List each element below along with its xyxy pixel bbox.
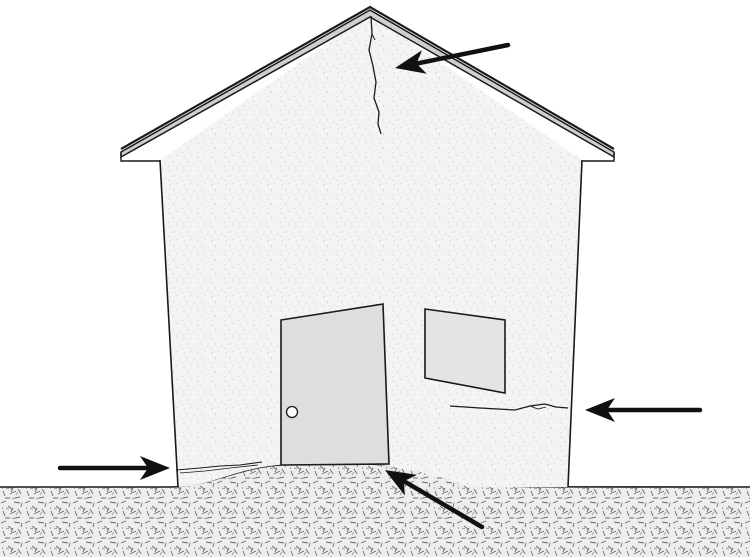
roof-edge: [120, 5, 615, 150]
base-crack-left: [175, 461, 263, 471]
arrow-icon-wall-crack: [585, 398, 703, 422]
window: [424, 308, 506, 394]
door: [280, 303, 390, 466]
house: [120, 5, 615, 488]
door-knob-icon: [285, 405, 299, 419]
ground-layer: [0, 461, 750, 557]
arrow-icon-heaving-soil: [385, 470, 485, 530]
arrows: [57, 42, 703, 530]
arrow-shaft: [403, 479, 485, 530]
left-wall-line: [159, 159, 179, 488]
arrow-head: [395, 50, 427, 74]
roof-crack-branch: [371, 33, 376, 41]
base-crack-left-lower: [179, 464, 259, 474]
roof-trim: [120, 9, 615, 159]
arrow-head: [140, 456, 170, 480]
arrow-head: [585, 398, 615, 422]
right-wall-line: [567, 159, 583, 488]
wall-crack-right-branch: [529, 405, 547, 410]
arrow-shaft: [416, 42, 511, 66]
arrow-icon-base-crack: [57, 456, 170, 480]
arrow-icon-roof-crack: [395, 42, 511, 74]
soil-fill: [0, 462, 750, 557]
cracks: [175, 15, 569, 474]
roof-crack: [368, 15, 382, 135]
arrow-head: [385, 470, 417, 496]
